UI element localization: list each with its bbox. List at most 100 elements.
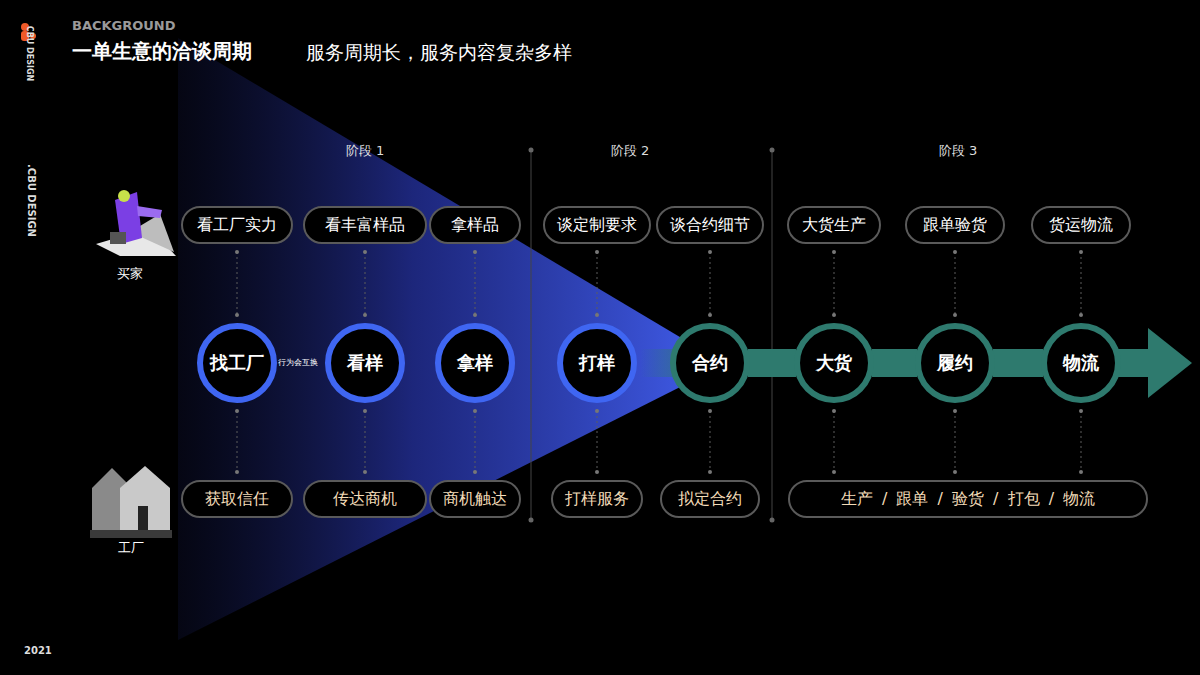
connector <box>1079 409 1083 474</box>
node-text: 看丰富样品 <box>325 215 405 236</box>
year: 2021 <box>24 645 52 656</box>
dotted-link <box>955 411 956 472</box>
connector <box>953 409 957 474</box>
dotted-link <box>365 252 366 315</box>
tag-pill: 看丰富样品 <box>303 206 427 244</box>
link-dot <box>1079 409 1083 413</box>
funnel <box>178 38 700 640</box>
link-dot <box>1079 250 1083 254</box>
connector <box>595 250 599 317</box>
tag-pill: 跟单验货 <box>905 206 1005 244</box>
link-dot <box>1079 313 1083 317</box>
divider-dot <box>770 518 775 523</box>
link-dot <box>363 409 367 413</box>
dotted-link <box>597 252 598 315</box>
connector <box>708 409 712 474</box>
link-dot <box>473 409 477 413</box>
node-text: 获取信任 <box>205 489 269 510</box>
link-dot <box>473 250 477 254</box>
link-dot <box>235 409 239 413</box>
node-text: 货运物流 <box>1049 215 1113 236</box>
tag-pill: 获取信任 <box>181 480 293 518</box>
subtitle: 服务周期长，服务内容复杂多样 <box>306 40 572 66</box>
node-text: 大货 <box>816 351 852 375</box>
dotted-link <box>237 411 238 472</box>
node-text: 生产 / 跟单 / 验货 / 打包 / 物流 <box>841 489 1095 510</box>
dotted-link <box>710 411 711 472</box>
dotted-link <box>834 252 835 315</box>
tag-pill: 谈定制要求 <box>543 206 651 244</box>
tag-pill: 商机触达 <box>429 480 521 518</box>
flow-band <box>872 349 917 377</box>
arrowhead <box>1148 328 1192 398</box>
link-dot <box>363 250 367 254</box>
tag-pill: 拿样品 <box>429 206 521 244</box>
factory-icon <box>90 466 172 538</box>
dotted-link <box>834 411 835 472</box>
link-dot <box>953 250 957 254</box>
node-text: 看样 <box>347 351 383 375</box>
link-dot <box>953 470 957 474</box>
stage-circle: 拿样 <box>435 323 515 403</box>
connector <box>473 250 477 317</box>
divider-dot <box>529 148 534 153</box>
node-text: 拟定合约 <box>678 489 742 510</box>
stage-label: 阶段 2 <box>611 142 649 160</box>
link-dot <box>708 250 712 254</box>
node-text: 谈合约细节 <box>670 215 750 236</box>
link-dot <box>363 470 367 474</box>
dotted-link <box>597 411 598 472</box>
stage-circle: 看样 <box>325 323 405 403</box>
stage-divider <box>772 150 773 520</box>
link-dot <box>708 470 712 474</box>
dotted-link <box>365 411 366 472</box>
node-text: 跟单验货 <box>923 215 987 236</box>
stage-circle: 物流 <box>1041 323 1121 403</box>
title: 一单生意的洽谈周期 <box>72 38 252 65</box>
link-dot <box>595 470 599 474</box>
connector <box>832 409 836 474</box>
connector <box>993 349 1043 377</box>
dotted-link <box>955 252 956 315</box>
flow-band <box>748 349 796 377</box>
stage-circle: 打样 <box>557 323 637 403</box>
dotted-link <box>710 252 711 315</box>
connector <box>872 349 917 377</box>
stage-label: 阶段 3 <box>939 142 977 160</box>
tag-pill: 货运物流 <box>1031 206 1131 244</box>
node-text: 商机触达 <box>443 489 507 510</box>
connector <box>363 409 367 474</box>
actor-label: 工厂 <box>118 539 144 557</box>
tag-pill: 拟定合约 <box>660 480 760 518</box>
link-dot <box>595 409 599 413</box>
stage-circle: 履约 <box>915 323 995 403</box>
stage-circle: 找工厂 <box>197 323 277 403</box>
stage-circle: 大货 <box>794 323 874 403</box>
link-dot <box>953 313 957 317</box>
node-text: 看工厂实力 <box>197 215 277 236</box>
buyer-figure <box>96 190 176 256</box>
link-dot <box>235 470 239 474</box>
connector <box>235 409 239 474</box>
link-dot <box>832 313 836 317</box>
connector <box>1079 250 1083 317</box>
link-dot <box>953 409 957 413</box>
connector <box>473 409 477 474</box>
link-dot <box>363 313 367 317</box>
stage-label: 阶段 1 <box>346 142 384 160</box>
flow-band <box>993 349 1043 377</box>
dotted-link <box>475 252 476 315</box>
tag-pill: 看工厂实力 <box>181 206 293 244</box>
link-dot <box>832 250 836 254</box>
node-text: 传达商机 <box>333 489 397 510</box>
node-text: 合约 <box>692 351 728 375</box>
connector <box>708 250 712 317</box>
side-brand: .CBU DESIGN <box>26 164 37 237</box>
note: 行为会互换 <box>278 357 318 368</box>
connector <box>832 250 836 317</box>
logo-text: CBU DESIGN <box>25 25 34 80</box>
link-dot <box>832 470 836 474</box>
link-dot <box>832 409 836 413</box>
actor-label: 买家 <box>117 265 143 283</box>
